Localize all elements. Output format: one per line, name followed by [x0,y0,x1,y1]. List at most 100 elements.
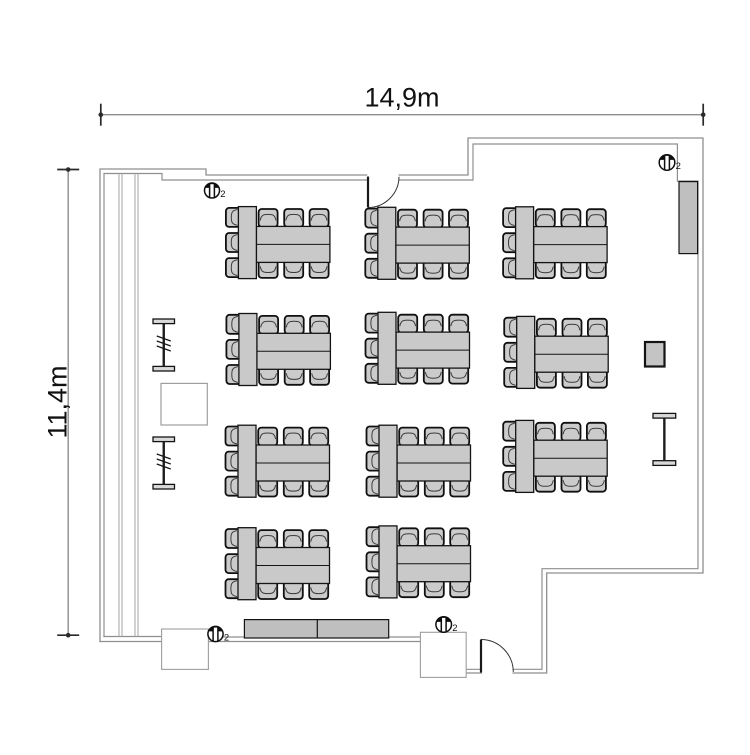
head-table [378,424,398,498]
chair-backrest-line [536,214,554,221]
wall-segment-outer [398,137,704,674]
chair-backrest-line [563,323,581,331]
side-table [643,340,666,368]
table-group [502,206,608,280]
chair-backrest-line [509,343,516,361]
chair-backrest-line [370,364,378,382]
chair-backrest-line [400,585,418,593]
chair [535,421,556,442]
chair-seat [257,529,279,550]
table-group [224,424,331,498]
chair [258,314,279,335]
chair-backrest-line [425,484,443,492]
head-table [377,311,397,385]
chair-backrest-line [259,535,277,542]
chair-seat [308,426,330,447]
chair-backrest-line [260,320,277,328]
dimension-end-dot [65,167,71,172]
chair-backrest-line [507,234,515,252]
chair-backrest-line [424,266,442,274]
chair-seat [586,421,607,442]
chair-backrest-line [231,366,239,383]
chair [422,313,444,334]
chair-backrest-line [509,369,516,386]
chair [586,421,607,442]
chair-backrest-line [285,213,303,221]
chair [398,426,420,447]
chair [397,208,418,229]
chair-backrest-line [370,259,377,277]
chair-seat [535,421,556,442]
chair [308,529,330,550]
chair-backrest-line [536,266,554,274]
chair-backrest-line [425,533,443,540]
furniture [152,181,699,678]
chair [257,208,279,228]
chair-backrest-line [260,373,277,380]
chair-backrest-line [537,427,554,435]
chair-backrest-line [450,266,467,274]
chair-backrest-line [370,234,377,252]
chair-backrest-line [507,209,515,226]
door-swing-arc [480,639,514,673]
chair-seat [397,313,419,334]
chair-seat [397,208,418,229]
chair-backrest-line [371,553,379,571]
chair [423,578,445,599]
chair-backrest-line [425,585,443,593]
chair-backrest-line [230,580,238,598]
head-table [515,419,535,494]
chair-backrest-line [538,323,555,331]
chair-backrest-line [450,371,468,379]
chair-backrest-line [588,480,605,487]
chair [449,426,471,447]
chair-seat [423,527,445,548]
chair-backrest-line [400,484,418,492]
hanger-hatch [156,463,171,470]
chair [560,208,582,229]
table-group [224,527,331,601]
coat-rack-bar [152,436,176,443]
chair-seat [448,208,469,229]
chair-backrest-line [508,422,515,440]
chair [282,529,304,550]
table-group [365,424,472,498]
chair-backrest-line [451,585,469,593]
lamp-count-label: 2 [224,633,229,644]
chair-backrest-line [230,555,238,572]
chair-backrest-line [589,323,606,331]
coat-rack-bar [652,412,677,419]
ceiling-lamp-symbol: 2 [435,615,458,634]
chair-backrest-line [311,320,328,328]
chair [534,259,556,280]
chair-backrest-line [562,266,580,274]
table-group [225,312,332,387]
chair [560,421,582,442]
chair-seat [282,426,304,447]
chair [283,208,305,228]
chair-backrest-line [371,578,379,596]
chair-backrest-line [310,432,328,440]
wall-segment-inner [103,172,368,638]
chair-backrest-line [259,484,277,492]
head-table [514,206,535,280]
chair-backrest-line [285,320,303,328]
chair-backrest-line [451,533,469,540]
ceiling-lamp-symbol: 2 [207,625,229,644]
chair [560,472,582,493]
chair [308,208,330,228]
chair-backrest-line [509,318,516,336]
lamp-band [209,184,215,197]
chair-backrest-line [537,480,554,487]
chair-seat [398,426,420,447]
chair-backrest-line [259,266,277,274]
chair-seat [309,314,330,335]
chair-backrest-line [424,371,442,379]
chair-backrest-line [399,371,417,379]
table-group [364,206,470,280]
table-group [503,315,609,390]
hanger-hatch [156,335,171,342]
chair-backrest-line [310,266,328,274]
